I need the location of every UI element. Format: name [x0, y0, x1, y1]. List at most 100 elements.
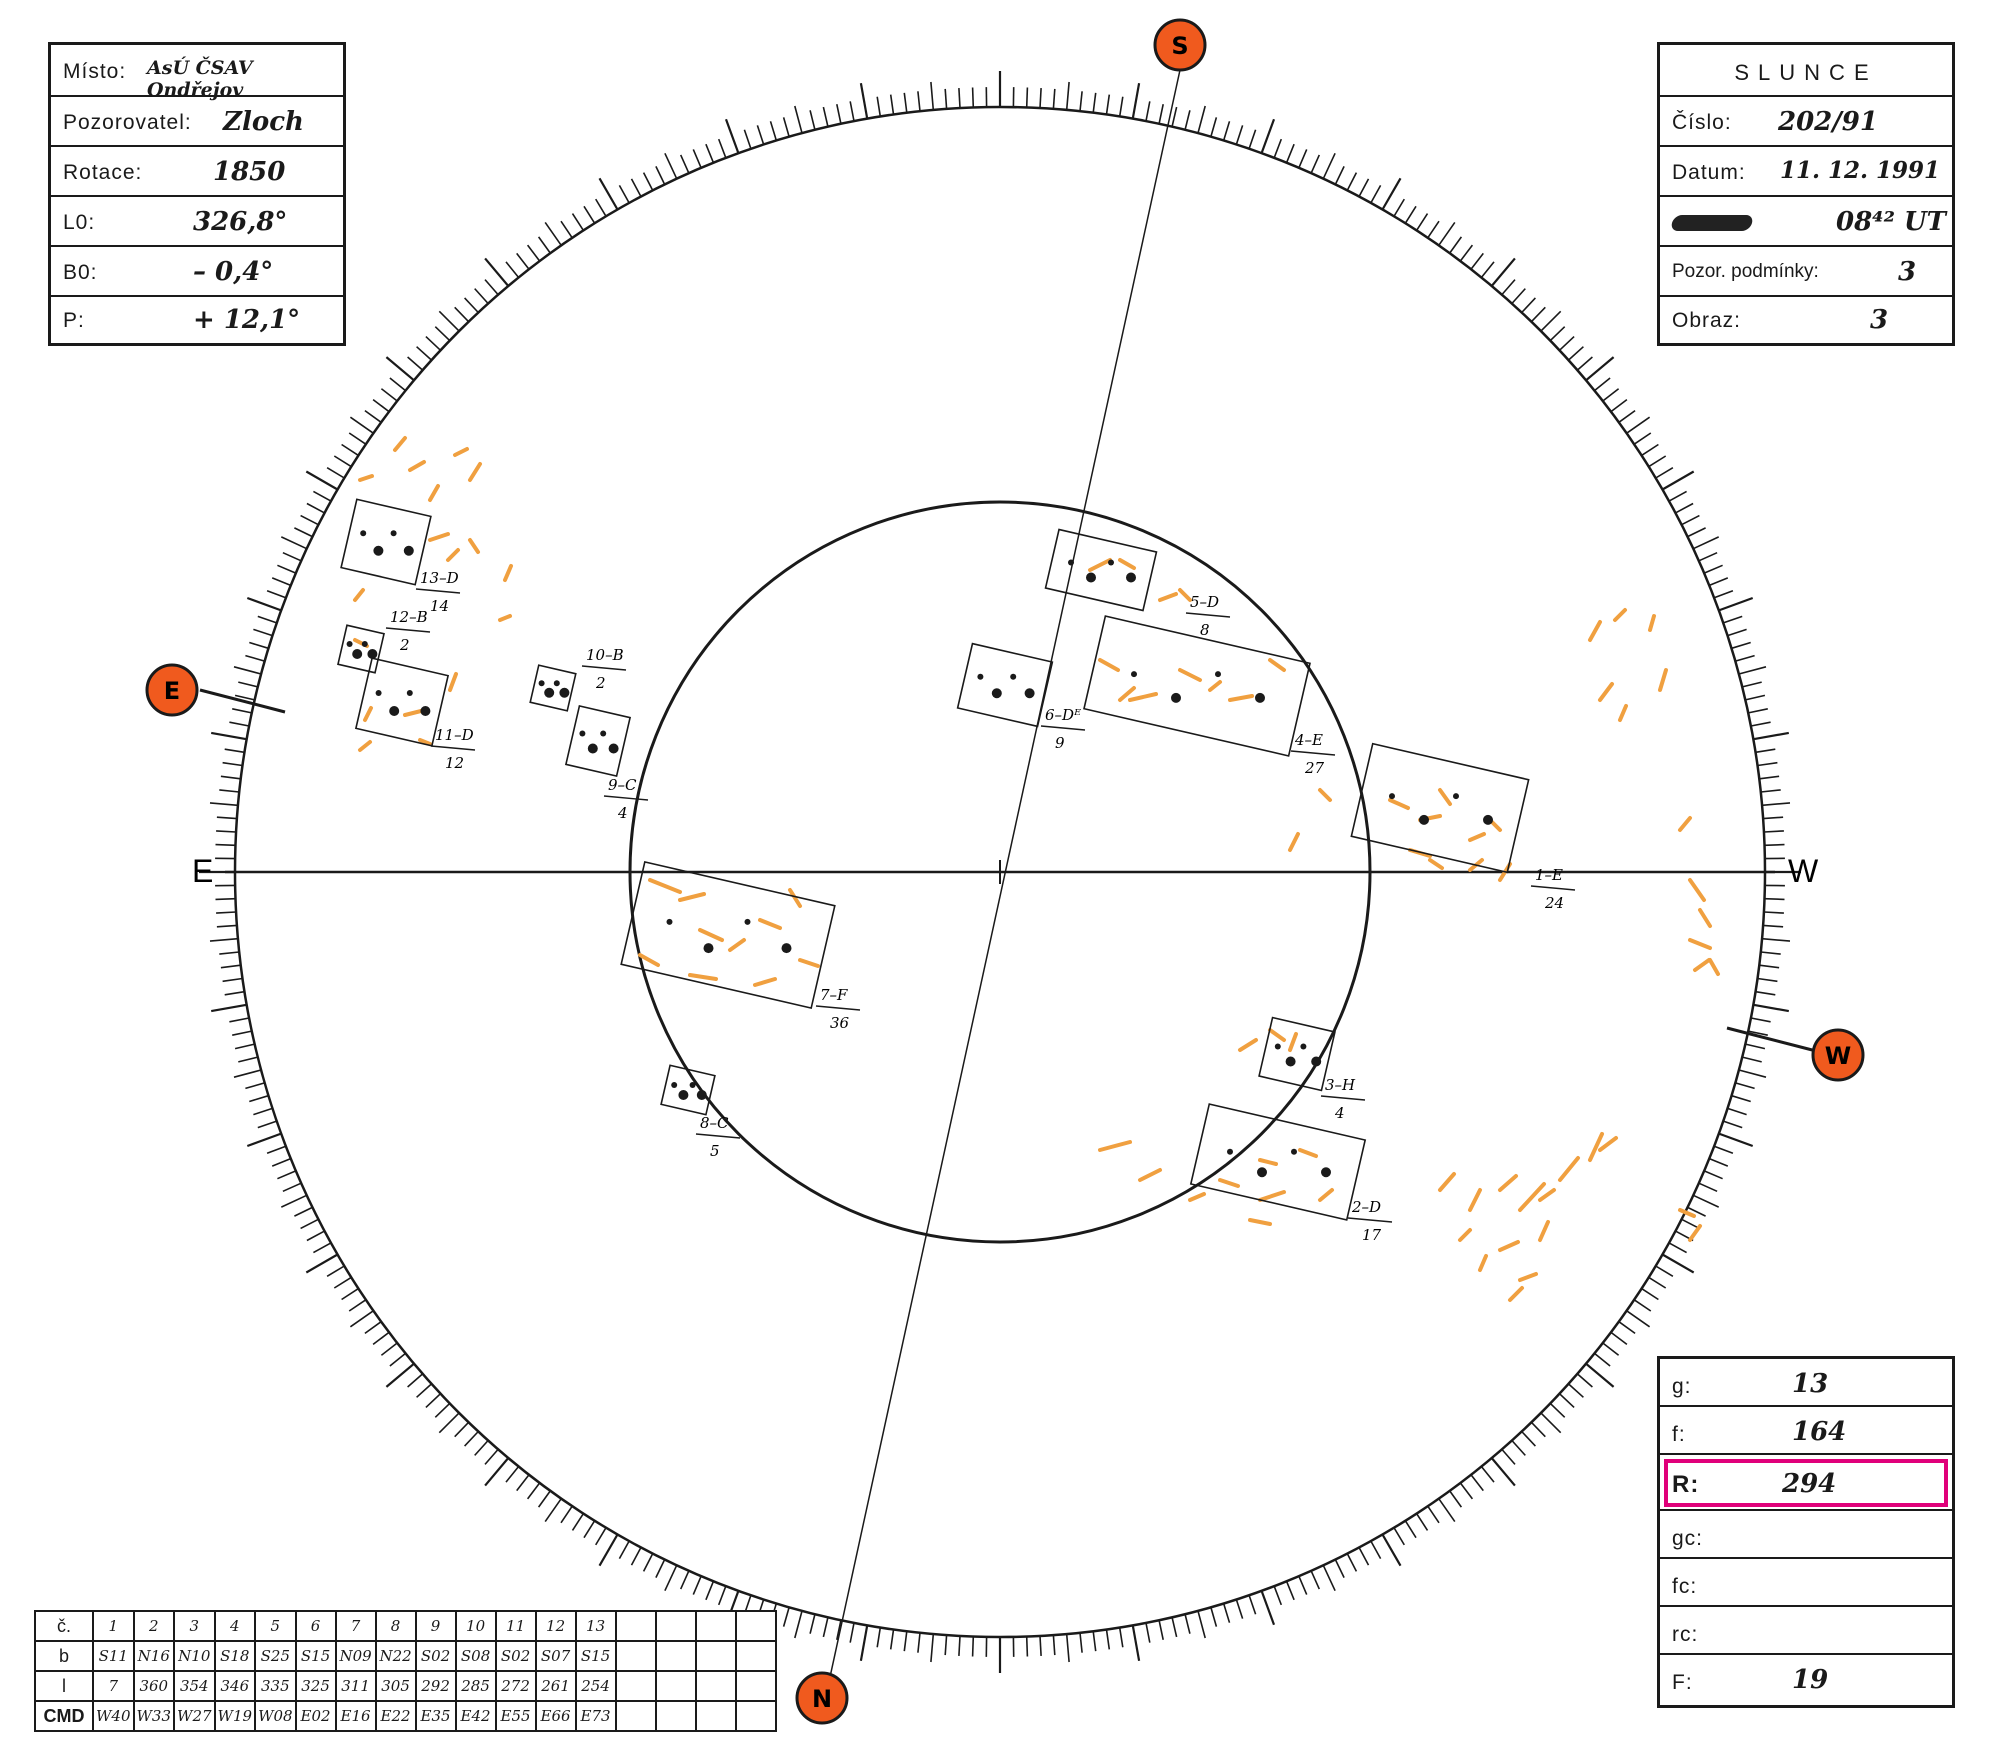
scale-tick	[277, 564, 297, 574]
scale-tick	[349, 1310, 374, 1328]
group-frame	[620, 860, 836, 1010]
west-badge: W	[1811, 1028, 1865, 1082]
scale-tick	[859, 83, 869, 119]
scale-tick	[560, 1505, 573, 1524]
scale-tick	[1708, 1157, 1729, 1167]
scale-tick	[1731, 641, 1751, 650]
sunspot-group: 3–H4	[1258, 1016, 1366, 1122]
scale-tick	[1681, 1218, 1700, 1230]
scale-tick	[859, 1625, 869, 1661]
scale-tick	[1576, 356, 1593, 371]
scale-tick	[822, 106, 829, 127]
scale-tick	[1285, 143, 1295, 164]
cmd-cell	[654, 1700, 697, 1732]
group-frame	[1044, 528, 1158, 612]
west-axis-label: W	[1788, 853, 1819, 889]
scale-tick	[313, 1242, 332, 1254]
scale-tick	[1626, 1310, 1651, 1328]
scale-tick	[1145, 1622, 1151, 1643]
scale-tick	[1626, 416, 1651, 434]
spot	[403, 545, 414, 556]
sunspot-group: 5–D8	[1044, 528, 1231, 639]
cmd-cell: 285	[454, 1670, 497, 1702]
sunspot-group: 8–C5	[660, 1064, 741, 1160]
scale-tick	[1762, 937, 1791, 942]
spot	[1010, 673, 1017, 680]
scale-tick	[1755, 990, 1776, 996]
group-fraction-bar	[1347, 1217, 1393, 1223]
facula-mark	[428, 532, 513, 622]
east-axis-label: E	[192, 853, 213, 889]
scale-tick	[1585, 356, 1615, 382]
scale-tick	[211, 731, 247, 741]
north-badge: N	[795, 1671, 849, 1725]
spot	[360, 530, 367, 537]
cmd-cell: 325	[294, 1670, 337, 1702]
scale-tick	[385, 356, 415, 382]
scale-tick	[930, 1634, 935, 1663]
group-count: 2	[399, 636, 410, 654]
scale-tick	[271, 1157, 292, 1167]
sunspot-group: 10–B2	[529, 646, 627, 712]
cislo-row: Číslo: 202/91	[1660, 97, 1952, 147]
scale-tick	[341, 1287, 359, 1301]
spot	[361, 641, 368, 647]
scale-tick	[516, 1474, 530, 1492]
scale-tick	[630, 178, 642, 197]
cmd-cell: S15	[574, 1640, 617, 1672]
scale-tick	[380, 1342, 398, 1356]
scale-tick	[1618, 1321, 1636, 1335]
scale-tick	[903, 1631, 908, 1652]
scale-tick	[1470, 252, 1484, 270]
group-label: 3–H	[1325, 1076, 1356, 1094]
scale-tick	[1753, 731, 1789, 741]
spot	[373, 545, 384, 556]
scale-tick	[705, 1580, 715, 1601]
cmd-cell: 311	[334, 1670, 377, 1702]
spot	[375, 690, 382, 696]
scale-tick	[1540, 310, 1562, 332]
scale-tick	[1480, 1465, 1495, 1483]
spot	[406, 690, 413, 696]
scale-tick	[245, 654, 265, 662]
scale-tick	[464, 297, 479, 314]
scale-tick	[598, 1533, 619, 1567]
scale-tick	[1346, 1553, 1358, 1572]
scale-tick	[280, 1194, 308, 1208]
spot	[1285, 1056, 1296, 1067]
scale-tick	[1748, 1030, 1768, 1036]
scale-tick	[1618, 409, 1636, 423]
scale-tick	[1750, 721, 1771, 727]
redacted-label	[1669, 213, 1755, 237]
scale-tick	[1459, 244, 1474, 262]
r-value: 294	[1782, 1469, 1837, 1499]
scale-tick	[1298, 1575, 1308, 1595]
spot	[671, 1082, 678, 1088]
scale-tick	[1641, 443, 1659, 457]
scale-tick	[876, 1627, 882, 1648]
scale-tick	[595, 1527, 607, 1546]
scale-tick	[1092, 1631, 1097, 1652]
group-label: 6–Dᴱ	[1045, 706, 1081, 724]
scale-tick	[1501, 1448, 1516, 1465]
scale-tick	[434, 1402, 451, 1418]
scale-tick	[389, 1352, 407, 1367]
scale-tick	[434, 326, 451, 342]
group-frame	[340, 498, 432, 586]
scale-tick	[1521, 1430, 1536, 1447]
scale-tick	[1260, 118, 1276, 154]
spot	[1321, 1167, 1331, 1178]
scale-tick	[1470, 1474, 1484, 1492]
faculae	[353, 436, 1720, 1302]
scale-tick	[1763, 816, 1784, 820]
scale-tick	[1731, 1094, 1751, 1103]
scale-tick	[724, 118, 740, 154]
scale-tick	[1708, 577, 1729, 587]
spot	[600, 730, 607, 737]
scale-tick	[1576, 1373, 1593, 1388]
cmd-cell: S18	[213, 1640, 257, 1672]
facula-mark	[1098, 1140, 1278, 1202]
b0-value: – 0,4°	[193, 257, 274, 287]
scale-tick	[1675, 502, 1694, 514]
scale-tick	[215, 897, 236, 901]
